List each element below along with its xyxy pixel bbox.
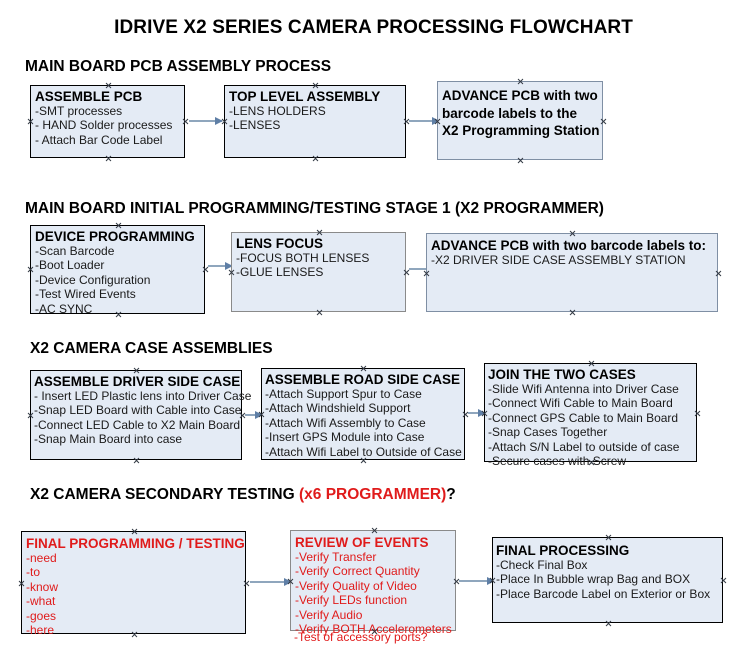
node-line: -Attach Wifi Label to Outside of Case (265, 444, 462, 459)
node-line: -SMT processes (35, 104, 123, 118)
node-title: JOIN THE TWO CASES (488, 367, 636, 382)
connector-handle-bottom[interactable] (517, 157, 524, 164)
node-line: -Slide Wifi Antenna into Driver Case (488, 382, 679, 396)
node-line: -Attach Windshield Support (265, 401, 411, 416)
arrow-connector (245, 410, 263, 419)
node-line: -know (26, 579, 59, 594)
node-line: -LENSES (229, 118, 281, 133)
node-line: -Verify Quality of Video (295, 578, 417, 593)
node-line: -GLUE LENSES (236, 265, 324, 280)
node-line: -need (26, 551, 57, 565)
node-line: -Connect Wifi Cable to Main Board (488, 396, 673, 411)
node-line: -Verify LEDs function (295, 593, 408, 608)
node-line: -Verify Transfer (295, 550, 377, 564)
connector-handle-bottom[interactable] (569, 309, 576, 316)
node-line: -Boot Loader (35, 258, 105, 273)
node-final-processing[interactable]: FINAL PROCESSING -Check Final Box -Place… (492, 537, 723, 623)
node-line: -Place Barcode Label on Exterior or Box (496, 586, 711, 601)
node-assemble-road-side-case[interactable]: ASSEMBLE ROAD SIDE CASE -Attach Support … (261, 368, 465, 460)
section-heading-1: MAIN BOARD PCB ASSEMBLY PROCESS (25, 58, 332, 75)
node-title: LENS FOCUS (236, 236, 324, 251)
connector-handle-left[interactable] (423, 270, 430, 277)
node-line: -Attach Wifi Assembly to Case (265, 415, 426, 430)
section-heading-4-emphasis: (x6 PROGRAMMER) (299, 486, 447, 503)
node-line: -Check Final Box (496, 558, 588, 572)
node-title: ASSEMBLE DRIVER SIDE CASE (34, 374, 241, 389)
node-line: -Connect LED Cable to X2 Main Board (34, 417, 241, 432)
section-heading-4: X2 CAMERA SECONDARY TESTING (x6 PROGRAMM… (30, 486, 456, 504)
node-advance-pcb-driver-side-station[interactable]: ADVANCE PCB with two barcode labels to: … (426, 233, 718, 312)
node-title: barcode labels to the (442, 105, 578, 121)
node-title: ADVANCE PCB with two (442, 88, 598, 103)
node-title: FINAL PROGRAMMING / TESTING (26, 536, 245, 551)
arrow-connector (208, 261, 233, 270)
node-line: -here (26, 623, 55, 638)
node-title: FINAL PROCESSING (496, 543, 630, 558)
node-join-the-two-cases[interactable]: JOIN THE TWO CASES -Slide Wifi Antenna i… (484, 363, 697, 468)
node-line: - Insert LED Plastic lens into Driver Ca… (34, 389, 252, 403)
node-line: -X2 DRIVER SIDE CASE ASSEMBLY STATION (431, 253, 686, 267)
connector-handle-right[interactable] (715, 270, 722, 277)
connector-handle-bottom[interactable] (316, 309, 323, 316)
node-assemble-pcb[interactable]: ASSEMBLE PCB -SMT processes - HAND Solde… (30, 85, 185, 158)
connector-handle-bottom[interactable] (605, 620, 612, 627)
node-device-programming[interactable]: DEVICE PROGRAMMING -Scan Barcode -Boot L… (30, 225, 205, 316)
node-line: -FOCUS BOTH LENSES (236, 251, 370, 265)
node-line: -Secure cases with Screw (488, 454, 627, 469)
section-heading-4-main: X2 CAMERA SECONDARY TESTING (30, 486, 299, 503)
node-line: -Verify Correct Quantity (295, 564, 420, 579)
arrow-connector (459, 576, 495, 585)
node-line: -AC SYNC (35, 301, 93, 316)
node-line: -what (26, 594, 56, 609)
node-assemble-driver-side-case[interactable]: ASSEMBLE DRIVER SIDE CASE - Insert LED P… (30, 370, 252, 460)
node-final-programming-testing[interactable]: FINAL PROGRAMMING / TESTING -need -to -k… (21, 531, 246, 638)
node-title: ASSEMBLE ROAD SIDE CASE (265, 372, 461, 387)
arrow-connector (189, 116, 223, 125)
node-line: -goes (26, 608, 57, 623)
node-top-level-assembly[interactable]: TOP LEVEL ASSEMBLY -LENS HOLDERS -LENSES (224, 85, 406, 158)
arrow-connector (468, 408, 486, 417)
connector-handle-bottom[interactable] (312, 155, 319, 162)
node-title: X2 Programming Station (442, 123, 600, 138)
section-heading-4-tail: ? (446, 486, 456, 503)
section-heading-2: MAIN BOARD INITIAL PROGRAMMING/TESTING S… (25, 200, 604, 217)
section-heading-3: X2 CAMERA CASE ASSEMBLIES (30, 340, 273, 357)
arrow-connector (409, 116, 440, 125)
node-title: TOP LEVEL ASSEMBLY (229, 89, 381, 104)
node-line: -Test Wired Events (35, 287, 136, 302)
connector-handle-bottom[interactable] (105, 155, 112, 162)
node-line: -Scan Barcode (35, 244, 115, 258)
connector-handle-bottom[interactable] (133, 457, 140, 464)
node-line: -LENS HOLDERS (229, 104, 326, 118)
node-line-overflow: -Test of accessory ports? (294, 630, 428, 644)
node-line: -Connect GPS Cable to Main Board (488, 410, 679, 425)
node-advance-pcb-programming-station[interactable]: ADVANCE PCB with two barcode labels to t… (437, 81, 603, 160)
node-line: -Device Configuration (35, 272, 151, 287)
node-title: ADVANCE PCB with two barcode labels to: (431, 238, 707, 253)
node-title: REVIEW OF EVENTS (295, 535, 429, 550)
node-line: -Snap Cases Together (488, 425, 608, 440)
node-title: DEVICE PROGRAMMING (35, 229, 195, 244)
node-review-of-events[interactable]: REVIEW OF EVENTS -Verify Transfer -Verif… (290, 530, 456, 636)
node-line: -Place In Bubble wrap Bag and BOX (496, 572, 691, 587)
node-line: -Attach S/N Label to outside of case (488, 439, 680, 454)
node-lens-focus[interactable]: LENS FOCUS -FOCUS BOTH LENSES -GLUE LENS… (231, 232, 406, 312)
node-line: -to (26, 565, 41, 580)
node-line: - HAND Solder processes (35, 118, 173, 133)
node-line: -Verify Audio (295, 607, 363, 622)
node-line: -Insert GPS Module into Case (265, 430, 425, 445)
node-line: -Verify BOTH Accelerometers (295, 622, 452, 637)
node-line: -Snap LED Board with Cable into Case (34, 403, 242, 418)
node-line: - Attach Bar Code Label (35, 132, 163, 147)
page-title: IDRIVE X2 SERIES CAMERA PROCESSING FLOWC… (114, 17, 633, 38)
node-line: -Attach Support Spur to Case (265, 387, 422, 401)
node-title: ASSEMBLE PCB (35, 89, 143, 104)
arrow-connector (250, 577, 292, 586)
node-line: -Snap Main Board into case (34, 432, 183, 447)
